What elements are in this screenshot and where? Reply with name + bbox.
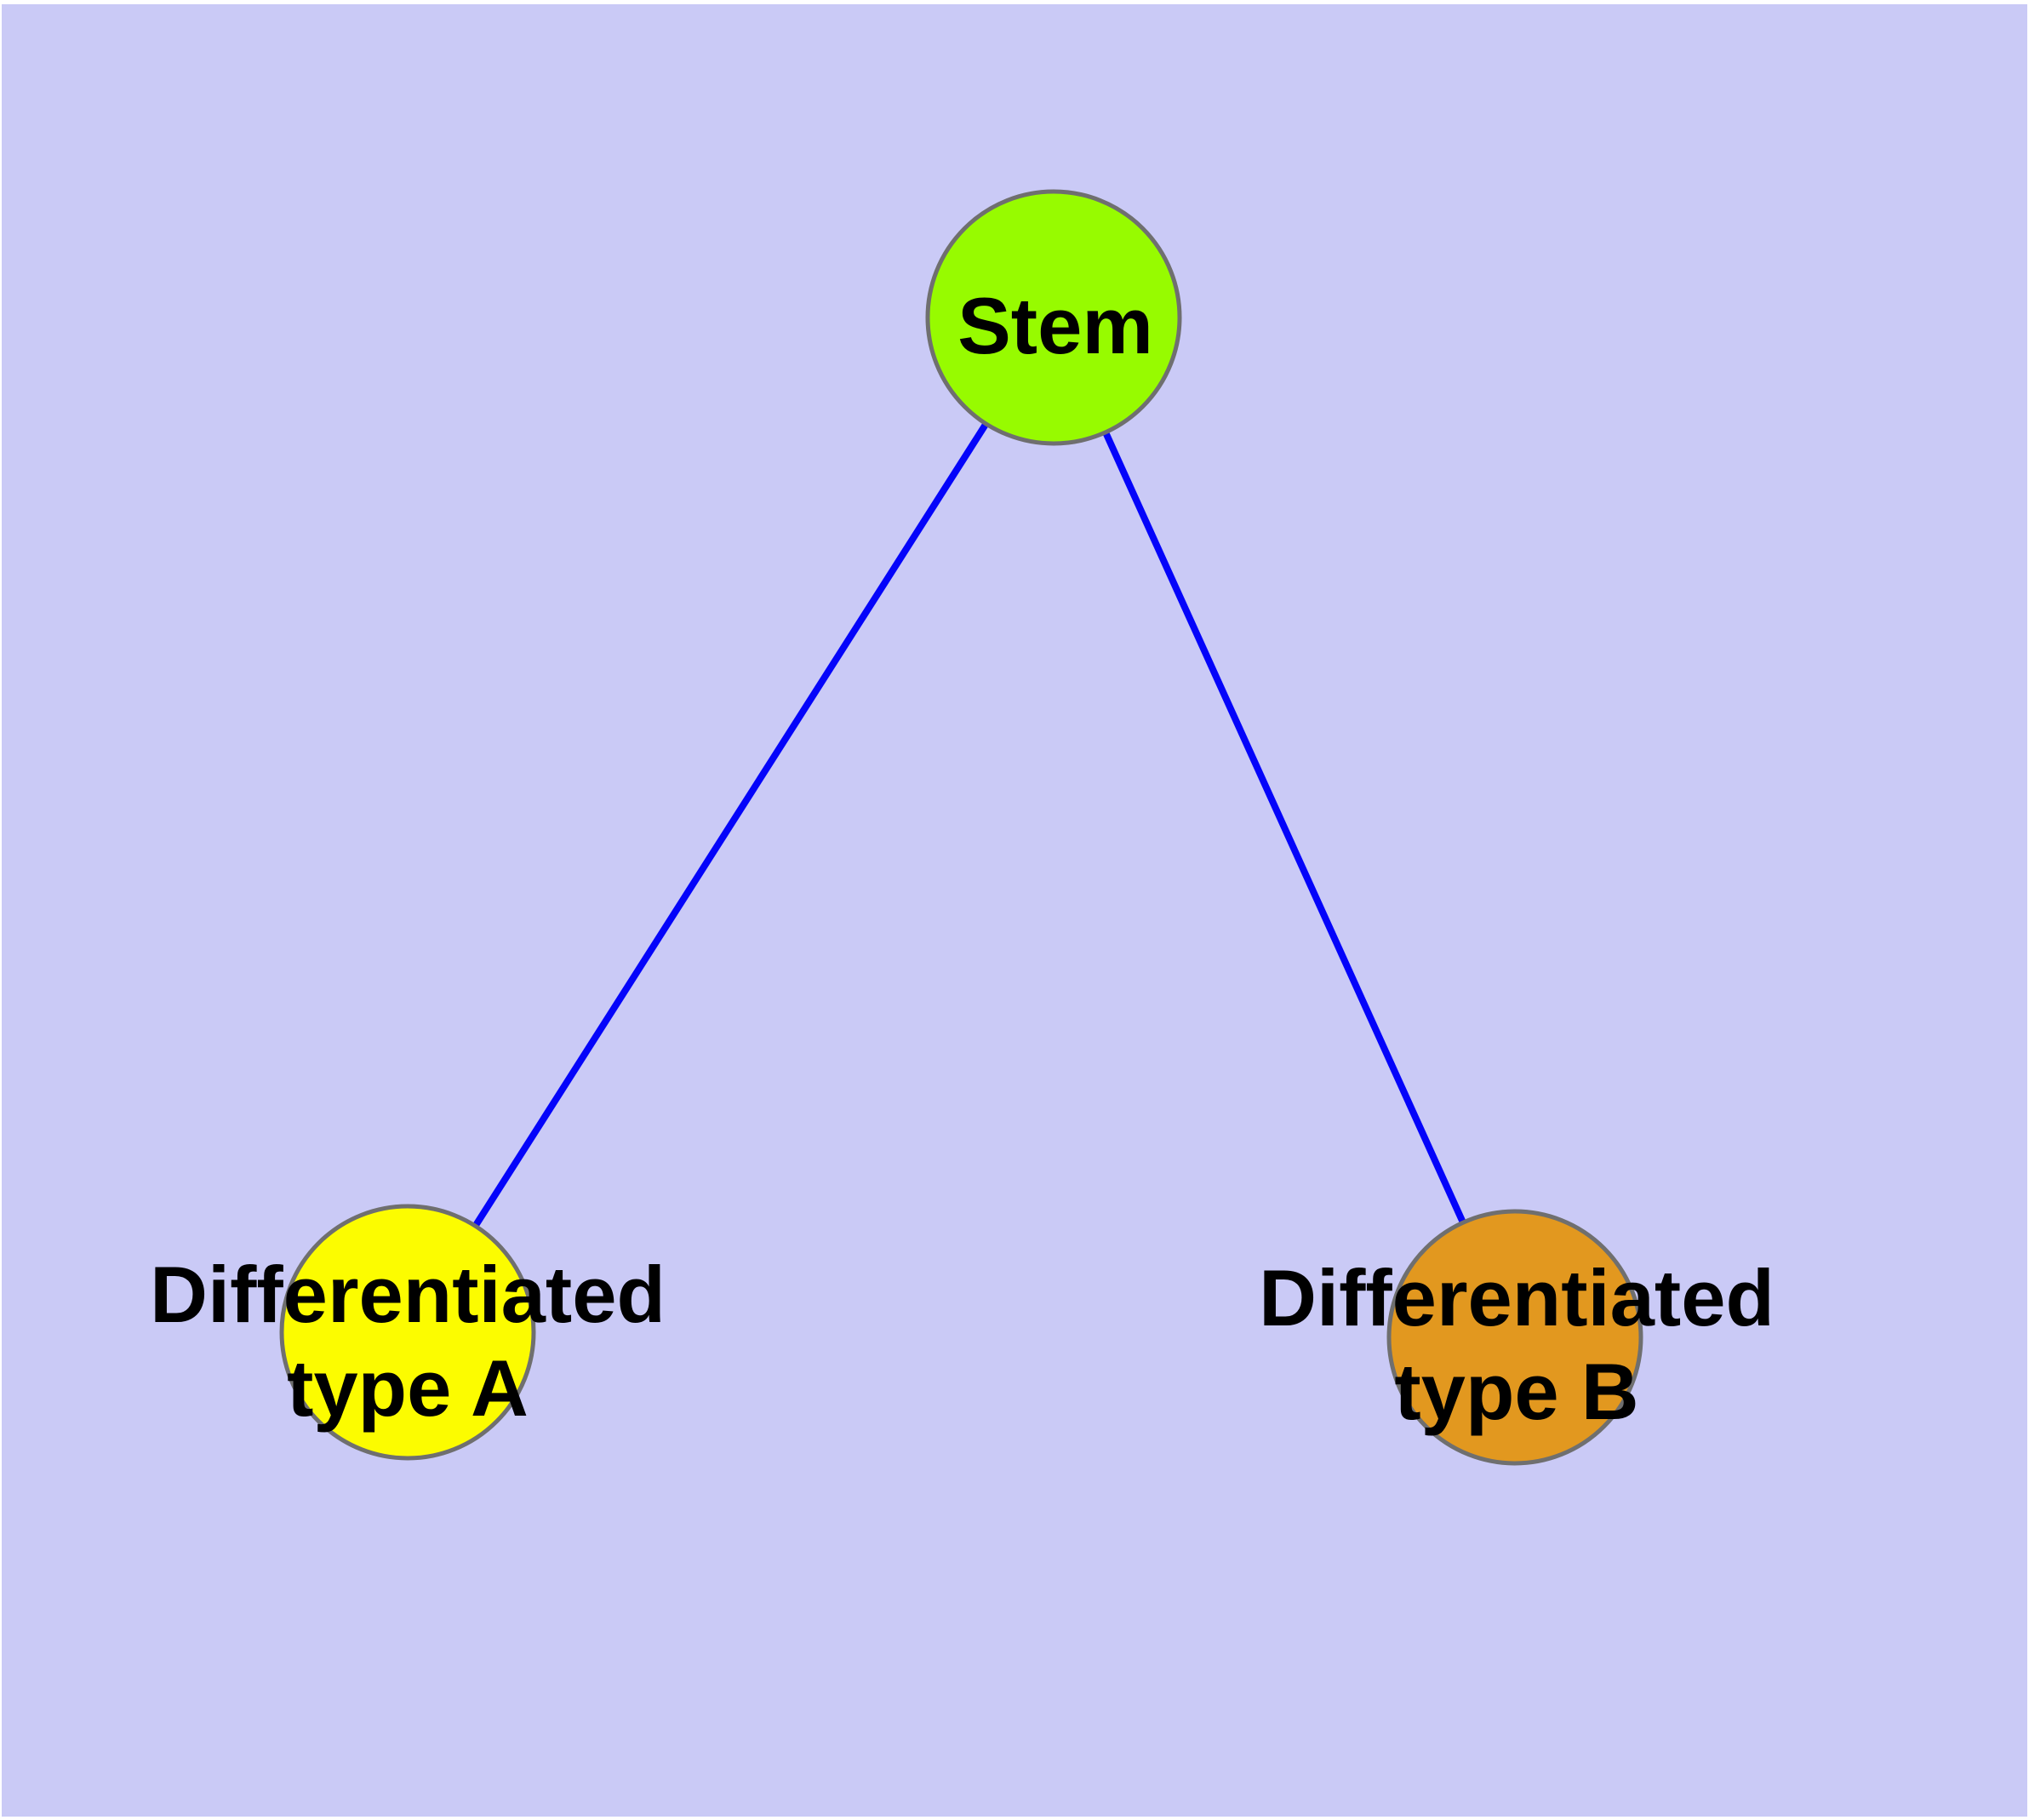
node-type-a-label-line2: type A	[287, 1343, 529, 1433]
edge-stem-to-type-a	[404, 315, 1057, 1335]
node-stem-label: Stem	[957, 281, 1153, 370]
plot-area: Stem Differentiated type A Differentiate…	[2, 4, 2027, 1817]
node-type-b-label-line1: Differentiated	[1259, 1253, 1775, 1342]
node-differentiated-type-b	[1386, 1209, 1643, 1466]
node-stem	[925, 189, 1182, 446]
node-type-b-label-line2: type B	[1394, 1347, 1638, 1436]
graph-svg: Stem Differentiated type A Differentiate…	[2, 4, 2027, 1817]
edge-stem-to-type-b	[1050, 316, 1518, 1339]
node-differentiated-type-a	[279, 1204, 536, 1461]
node-type-a-label-line1: Differentiated	[150, 1250, 666, 1339]
